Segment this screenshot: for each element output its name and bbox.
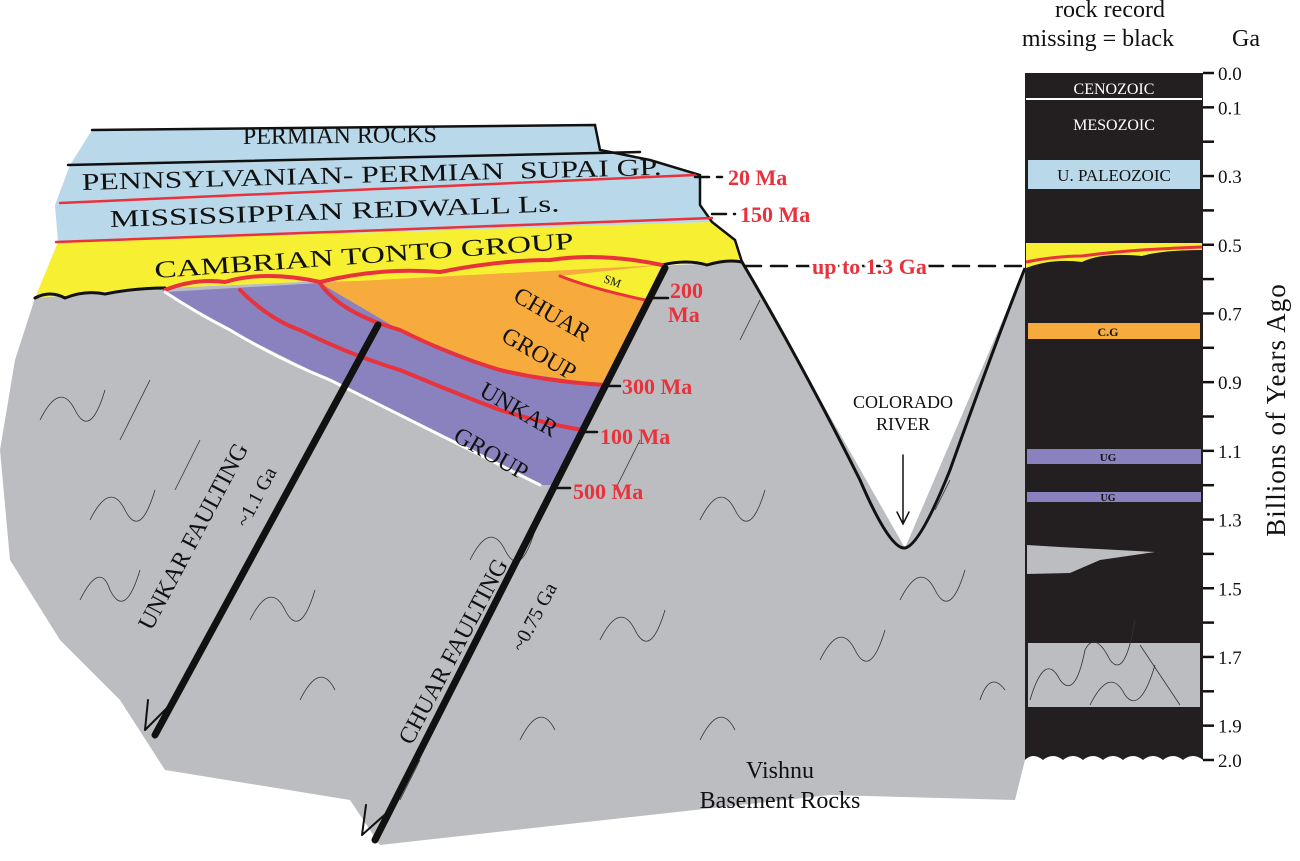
unkar-band-2 [1027,492,1201,502]
chuar-band [1028,323,1200,339]
unconformity-line [558,274,647,302]
unkar-layer [165,283,606,485]
tonto-band-unconformity [1025,245,1203,264]
axis-tick-label: 0.0 [1218,64,1242,85]
axis-tick-label: 1.7 [1218,648,1242,669]
gap-100ma: 100 Ma [600,424,670,449]
contact-line [90,123,744,264]
u-paleozoic-band [1028,160,1200,189]
chuar-fault-arrow [361,804,391,836]
tonto-layer [35,222,742,298]
basement-band-foliation [1029,619,1181,706]
mesozoic-label: MESOZOIC [1073,117,1155,134]
chuar-band-label: C.G [1098,325,1119,339]
sixtymile-layer [560,265,662,300]
axis-tick-label: 0.5 [1218,236,1242,257]
axis-tick-label: 2.0 [1218,751,1242,772]
unkar-band-label: UG [1100,452,1117,464]
sm-label: SM [602,272,623,291]
permian-label: PERMIAN ROCKS [243,122,437,150]
unkar-fault-arrow [144,699,171,731]
great-unconformity [163,254,664,292]
column-title-2: missing = black [1022,26,1174,52]
basement-label: Vishnu [746,758,814,784]
gap-150ma: 150 Ma [740,202,810,227]
unconformity-line [318,281,608,387]
river-label-2: RIVER [876,414,930,434]
unconformity-line [54,216,714,244]
gap-leader [553,296,670,490]
gap-20ma: 20 Ma [728,165,787,190]
chuar-layer [320,265,662,385]
vishnu-basement [0,262,1025,845]
axis-tick-label: 1.1 [1218,442,1242,463]
great-unconformity [33,286,167,300]
river-arrow [896,454,910,526]
canyon-profile [740,261,1027,550]
gap-300ma: 300 Ma [622,374,692,399]
cenozoic-label: CENOZOIC [1074,81,1155,98]
basement-foliation [39,299,1006,801]
unkar-fault[interactable] [151,321,382,739]
column-title: rock record [1055,0,1165,23]
unkar-basement-contact [163,290,542,487]
gap-200ma-unit: Ma [668,302,700,327]
unkar-band [1027,449,1201,464]
axis-tick-label: 0.1 [1218,98,1242,119]
granite-wedge [1027,545,1155,574]
gap-200ma: 200 [670,278,703,303]
axis-tick-label: 1.3 [1218,511,1242,532]
unconformity-line [58,173,697,205]
u-paleozoic-label: U. PALEOZOIC [1057,166,1171,185]
axis-tick-label: 1.5 [1218,579,1242,600]
unit-label: Ga [1232,26,1260,52]
great-unconformity [660,259,744,267]
chuar-fault[interactable] [371,264,669,844]
unconformity-line [238,288,585,432]
rock-record-column: rock record missing = black Ga CENOZOIC … [1022,0,1291,772]
axis-tick-label: 0.3 [1218,167,1242,188]
contact-line [66,150,642,167]
unkar-band-label-2: UG [1101,493,1116,504]
age-axis: 0.0 0.1 0.3 0.5 0.7 0.9 1.1 1.3 1.5 1.7 1.9 2.0 [1203,64,1242,772]
basement-label-2: Basement Rocks [700,788,861,814]
axis-label: Billions of Years Ago [1261,283,1291,537]
gap-500ma: 500 Ma [573,479,643,504]
axis-tick-label: 1.9 [1218,717,1242,738]
cenozoic-boundary [1026,98,1202,100]
basement-band [1028,643,1200,707]
axis-tick-label: 0.9 [1218,373,1242,394]
axis-tick-label: 0.7 [1218,304,1242,325]
river-label: COLORADO [853,392,953,412]
gap-great-unconformity: up to 1.3 Ga [812,254,927,279]
